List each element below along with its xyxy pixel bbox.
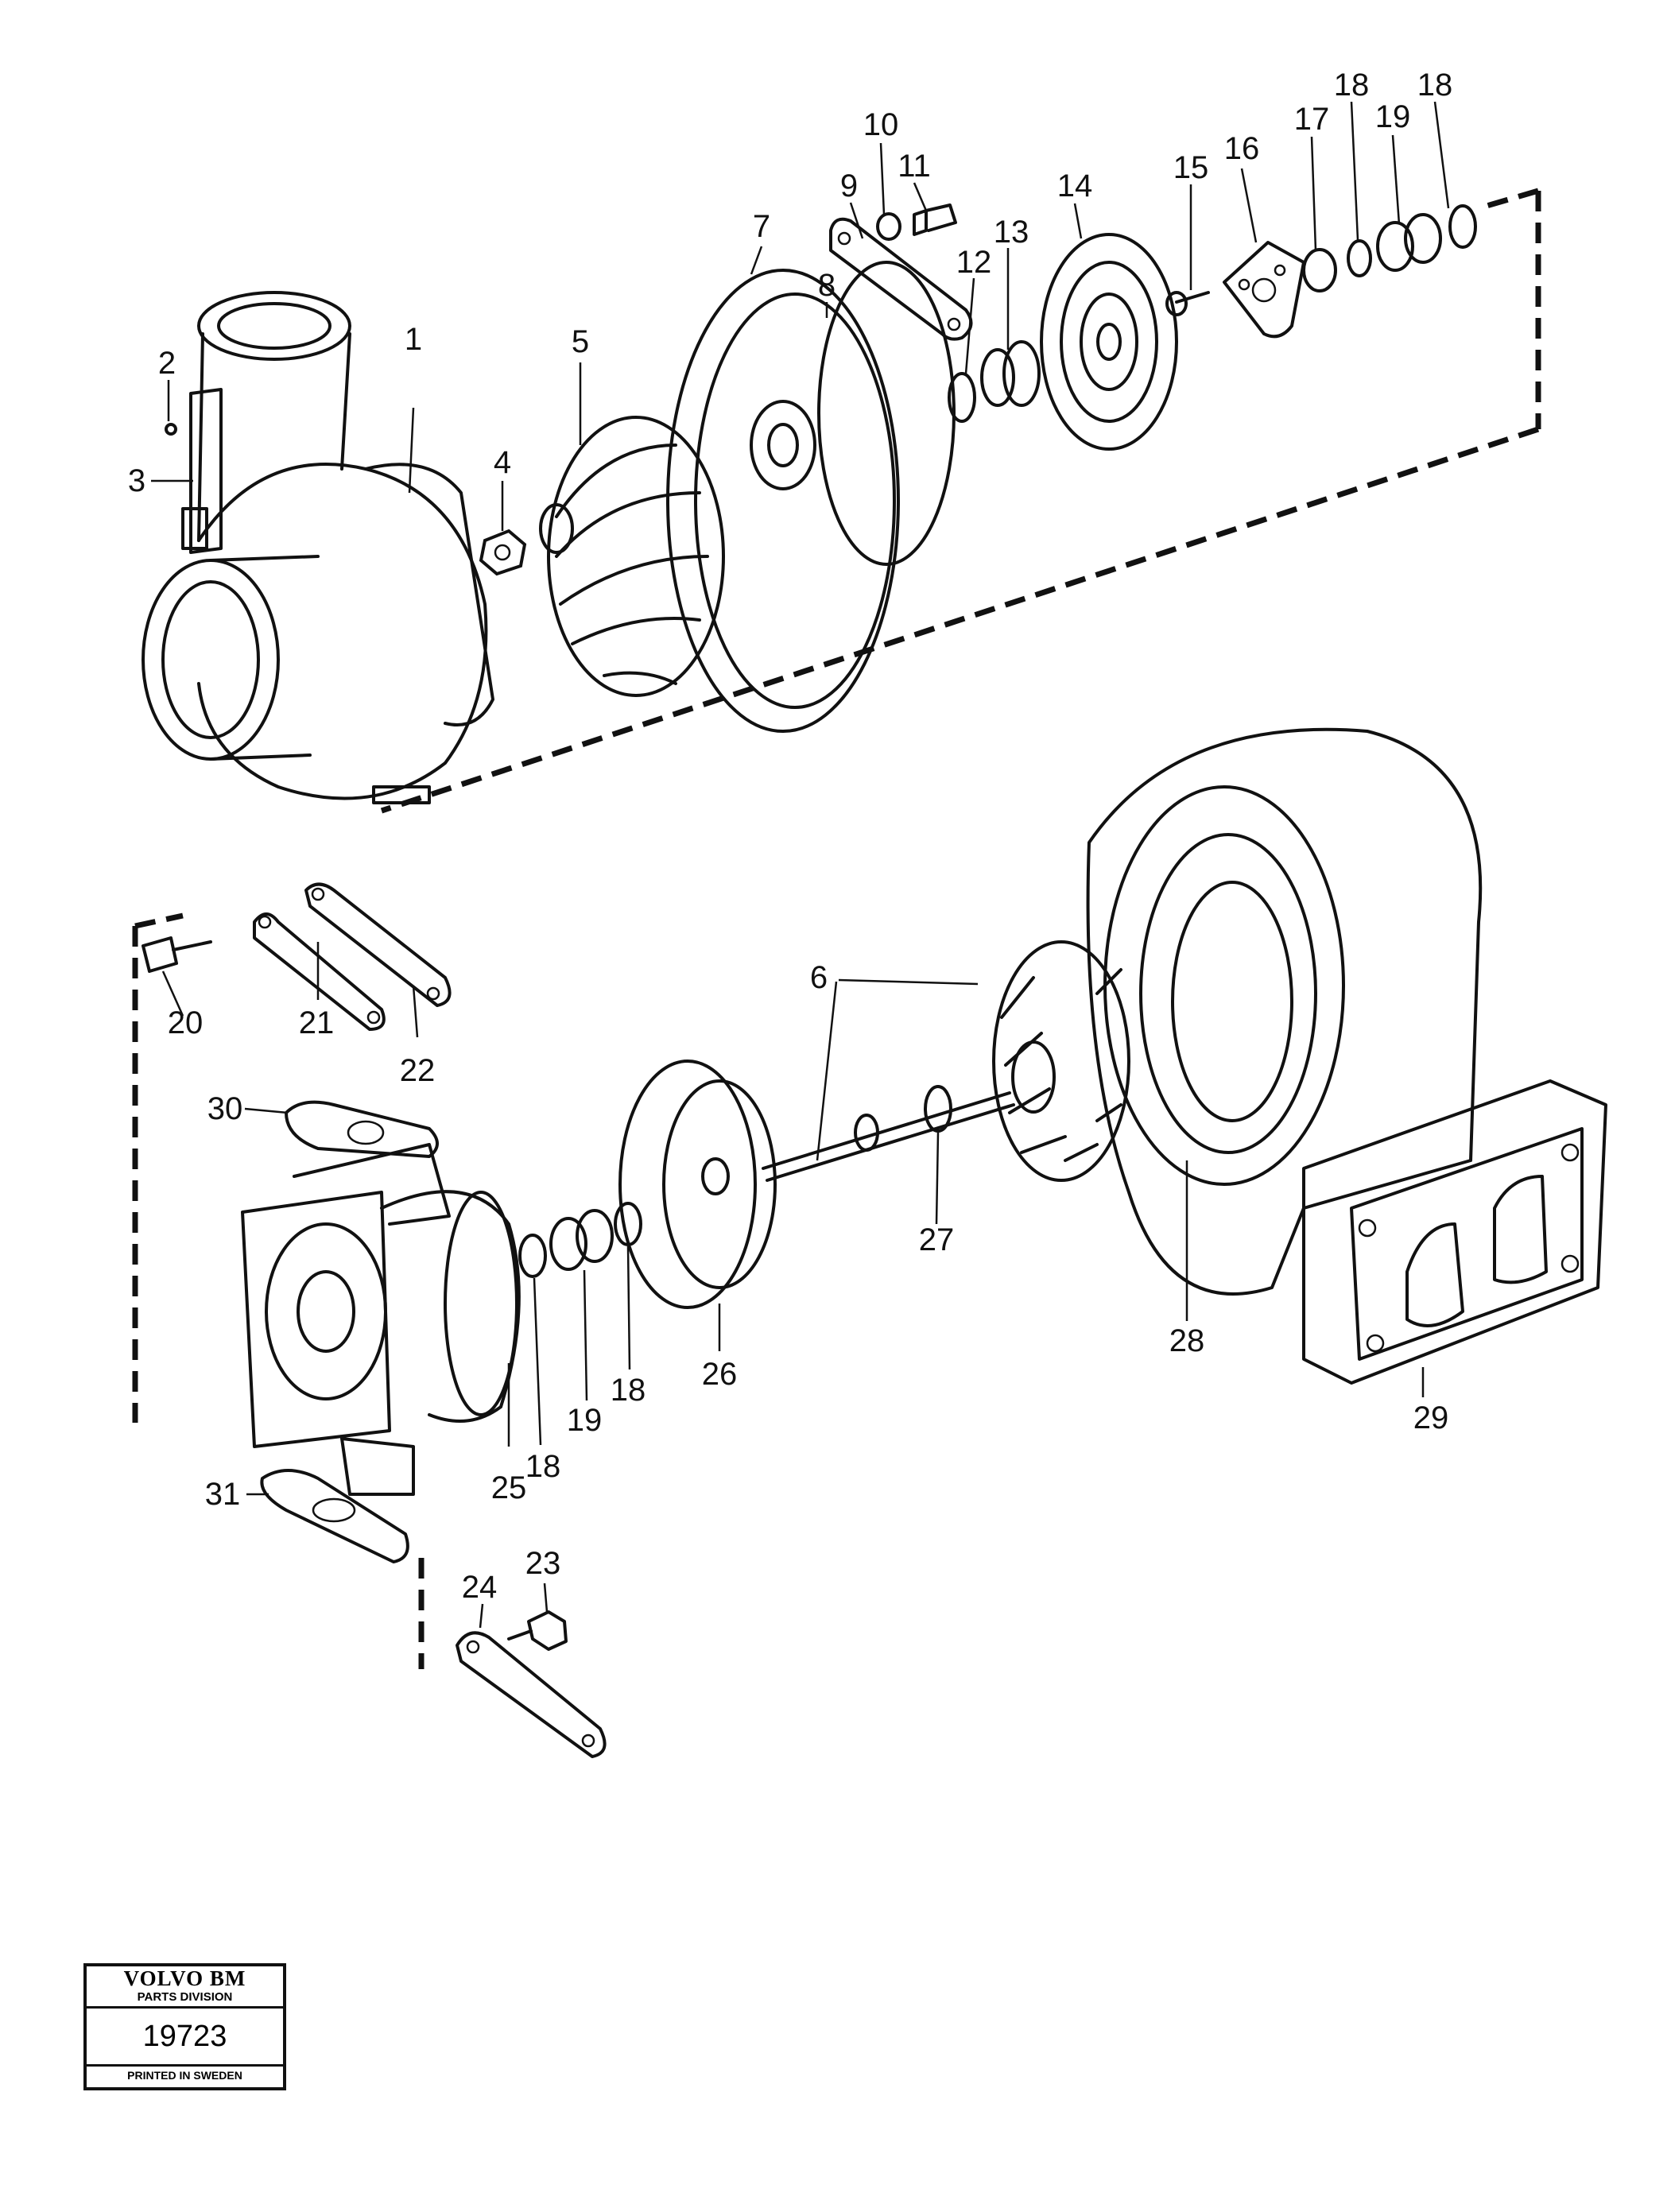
callout-23: 23 [525, 1546, 561, 1581]
callout-10: 10 [863, 107, 899, 142]
callout-12: 12 [956, 245, 992, 280]
lock-plate-a [253, 912, 386, 1031]
journal-bearing-upper [1376, 213, 1442, 272]
callout-labels: 1 2 3 4 5 7 8 9 10 11 12 13 14 15 16 17 … [128, 68, 1452, 1605]
seal-ring-upper [948, 372, 976, 423]
circlip-upper-b [1448, 204, 1477, 249]
heat-shield [618, 1060, 777, 1309]
bearing-housing [241, 1143, 521, 1496]
callout-25: 25 [491, 1470, 527, 1505]
callout-4: 4 [494, 445, 511, 480]
lock-plate-bottom [456, 1631, 607, 1758]
callout-22: 22 [400, 1053, 436, 1088]
callout-18a: 18 [1334, 68, 1370, 103]
journal-bearing-lower [549, 1209, 614, 1271]
compressor-housing [142, 291, 494, 804]
callout-14: 14 [1057, 169, 1093, 203]
spacer-upper [1302, 248, 1337, 292]
callout-31: 31 [205, 1477, 241, 1512]
lock-plate-upper [829, 217, 973, 341]
callout-2: 2 [158, 346, 176, 381]
turbine-shaft [762, 1091, 1015, 1182]
callout-19a: 19 [1375, 99, 1411, 134]
bolt-lower [142, 936, 212, 973]
stamp-brand: VOLVO BM [123, 1966, 246, 1990]
back-plate [666, 269, 900, 733]
callout-20: 20 [168, 1005, 204, 1040]
callout-18d: 18 [611, 1373, 646, 1408]
callout-7: 7 [753, 209, 770, 244]
drain-gasket [260, 1469, 409, 1563]
callout-27: 27 [919, 1222, 955, 1257]
bolt-bottom [507, 1610, 568, 1651]
identification-plate [189, 388, 223, 554]
washer-upper [876, 212, 901, 241]
compressor-nut [479, 529, 527, 576]
flange-gasket [1302, 1079, 1607, 1385]
bearing-retainer [1223, 241, 1305, 339]
callout-11: 11 [898, 149, 931, 184]
callout-30: 30 [207, 1091, 243, 1126]
callout-1: 1 [405, 322, 422, 357]
plate-screw [165, 423, 177, 436]
compressor-wheel [539, 416, 725, 697]
stamp-number: 19723 [87, 2009, 283, 2067]
callout-28: 28 [1169, 1323, 1205, 1358]
callout-18b: 18 [1417, 68, 1453, 103]
volvo-bm-stamp: VOLVO BM PARTS DIVISION 19723 PRINTED IN… [83, 1963, 286, 2090]
oil-gasket [285, 1100, 439, 1158]
callout-17: 17 [1294, 102, 1330, 137]
turbine-wheel [992, 940, 1130, 1182]
circlip-lower-a [518, 1234, 547, 1278]
callout-24: 24 [462, 1570, 498, 1605]
callout-21: 21 [299, 1005, 335, 1040]
callout-29: 29 [1413, 1400, 1449, 1435]
callout-8: 8 [818, 268, 836, 303]
callout-5: 5 [572, 324, 589, 359]
thrust-collar [980, 340, 1041, 407]
bolt-upper [913, 203, 957, 236]
leader-lines [151, 101, 1450, 1629]
callout-18c: 18 [525, 1449, 561, 1484]
assembly-boundary-lines [132, 188, 1541, 1669]
stamp-printed: PRINTED IN SWEDEN [127, 2069, 242, 2082]
callout-6: 6 [810, 960, 828, 995]
callout-15: 15 [1173, 150, 1209, 185]
callout-19b: 19 [567, 1403, 603, 1438]
callout-16: 16 [1224, 131, 1260, 166]
callout-13: 13 [994, 215, 1029, 250]
turbine-housing [1086, 727, 1483, 1296]
thrust-bearing-plate [1040, 233, 1178, 451]
seal-ring-lower [924, 1085, 952, 1133]
callout-3: 3 [128, 463, 145, 498]
lock-plate-b [304, 882, 452, 1007]
callout-9: 9 [840, 169, 858, 203]
screw [1165, 291, 1210, 316]
callout-26: 26 [702, 1357, 738, 1392]
stamp-division: PARTS DIVISION [87, 1990, 283, 2009]
circlip-upper-a [1347, 239, 1372, 277]
